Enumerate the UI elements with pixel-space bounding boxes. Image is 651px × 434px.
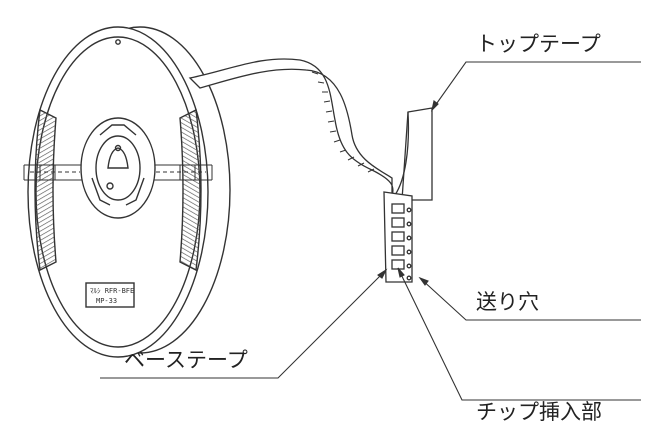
label-base-tape: ベーステープ (124, 348, 248, 372)
leader-lines (100, 61, 641, 401)
leader-sprocket-hole (419, 277, 641, 321)
reel-window-left (34, 108, 57, 272)
sprocket-holes (406, 207, 412, 281)
reel-label-box (85, 282, 135, 308)
leader-base-tape (100, 269, 387, 379)
reel-hub-inner (95, 135, 141, 201)
label-chip-pocket: チップ挿入部 (476, 400, 602, 424)
label-sprocket-hole: 送り穴 (476, 290, 539, 314)
tape-ribbon-pockets (311, 71, 375, 173)
reel-label-line2: MP-33 (96, 297, 117, 305)
reel-window-right (179, 108, 202, 272)
label-top-tape: トップテープ (476, 32, 601, 56)
reel-arbor-hole (107, 147, 129, 169)
tape-ribbon-upper (188, 58, 394, 197)
reel-label-line1: ﾏﾙｼ RFR-BFE (90, 287, 134, 295)
chip-pockets (391, 203, 405, 270)
leader-top-tape (431, 61, 641, 111)
leader-chip-pocket (397, 267, 641, 401)
reel (23, 26, 231, 358)
carrier-tape (188, 58, 433, 283)
